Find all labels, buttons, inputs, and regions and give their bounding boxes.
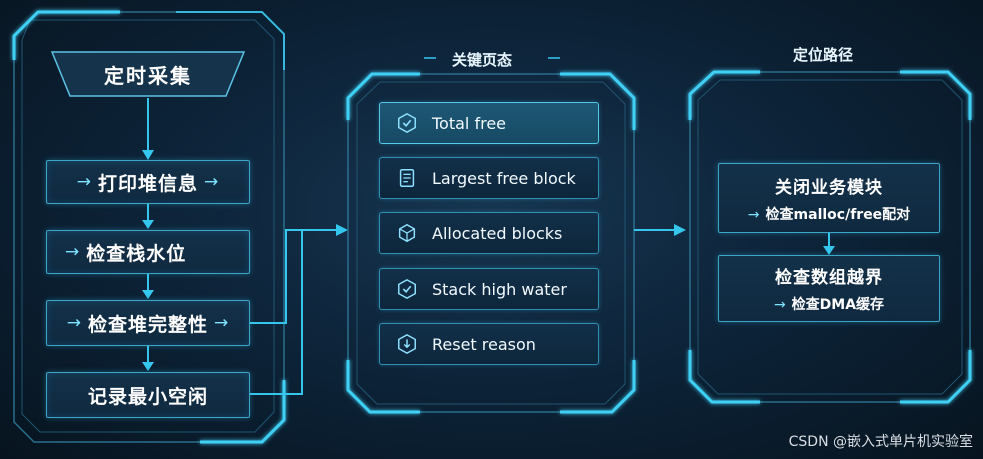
- arrow-right-icon: →: [747, 206, 760, 223]
- path-step-title: 检查数组越界: [775, 268, 883, 288]
- item-reset-reason: Reset reason: [379, 323, 599, 365]
- path-step-sub-text: 检查malloc/free配对: [765, 206, 911, 223]
- right-panel-title: 定位路径: [793, 46, 854, 64]
- shield-check-icon: [398, 278, 416, 300]
- power-down-icon: [398, 333, 416, 355]
- middle-panel-title: 关键页态: [452, 51, 513, 69]
- arrow-right-icon: →: [66, 313, 82, 333]
- item-label: Allocated blocks: [432, 223, 563, 243]
- arrow-right-icon: →: [214, 313, 230, 333]
- item-label: Stack high water: [432, 279, 567, 299]
- right-flow-arrow: [823, 233, 835, 255]
- document-icon: [399, 169, 415, 187]
- step-check-stack-watermark: → 检查栈水位: [46, 230, 250, 274]
- left-to-middle-connector: [250, 229, 338, 395]
- item-total-free: Total free: [379, 102, 599, 144]
- step-label: 记录最小空闲: [87, 385, 208, 408]
- shield-check-icon: [398, 112, 416, 134]
- path-step-sub-text: 检查DMA缓存: [791, 297, 885, 313]
- step-print-heap-info: → 打印堆信息 →: [46, 160, 250, 204]
- item-largest-free-block: Largest free block: [379, 157, 599, 199]
- item-label: Largest free block: [432, 168, 576, 188]
- path-step-disable-modules: 关闭业务模块 → 检查malloc/free配对: [718, 163, 940, 233]
- left-panel-frame: [12, 10, 286, 444]
- left-flow-arrows: [142, 98, 154, 371]
- step-label: 检查栈水位: [86, 242, 187, 265]
- middle-to-right-connector: [634, 224, 686, 236]
- middle-panel-frame: [346, 57, 636, 414]
- item-label: Reset reason: [432, 334, 536, 354]
- header-trapezoid: [50, 51, 246, 97]
- right-panel-frame: [688, 70, 972, 404]
- watermark: CSDN @嵌入式单片机实验室: [788, 434, 973, 450]
- step-record-min-free: 记录最小空闲: [46, 372, 250, 418]
- step-check-heap-integrity: → 检查堆完整性 →: [46, 300, 250, 346]
- path-step-sub: → 检查DMA缓存: [774, 294, 884, 314]
- step-label: 打印堆信息: [97, 172, 198, 195]
- arrow-right-icon: →: [204, 172, 220, 192]
- connector-arrowhead-middle: [336, 224, 348, 236]
- arrow-right-icon: →: [65, 242, 81, 262]
- arrow-right-icon: →: [76, 172, 92, 192]
- item-stack-high-water: Stack high water: [379, 268, 599, 310]
- left-panel-header: 定时采集: [104, 63, 192, 88]
- path-step-sub: → 检查malloc/free配对: [748, 204, 910, 224]
- path-step-title: 关闭业务模块: [775, 177, 883, 198]
- step-label: 检查堆完整性: [87, 313, 208, 336]
- arrow-right-icon: →: [773, 297, 786, 313]
- item-label: Total free: [432, 113, 506, 133]
- item-allocated-blocks: Allocated blocks: [379, 212, 599, 254]
- cube-icon: [398, 223, 416, 243]
- path-step-check-array-bounds: 检查数组越界 → 检查DMA缓存: [718, 255, 940, 322]
